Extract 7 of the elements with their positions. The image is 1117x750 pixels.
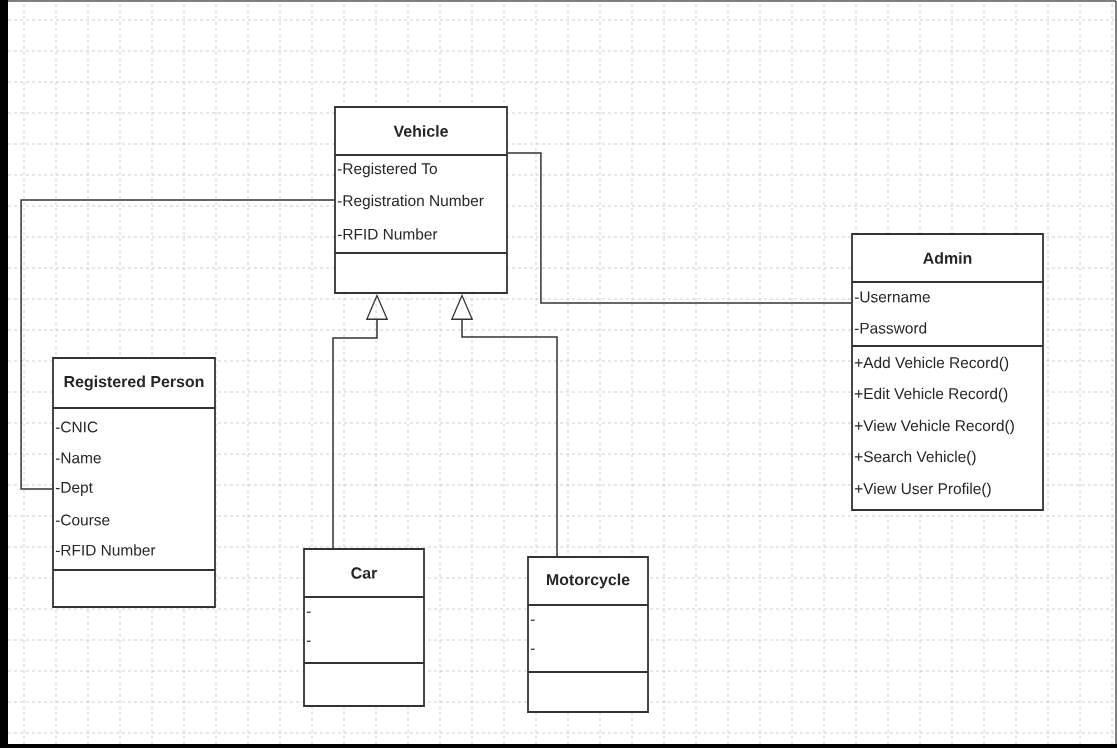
class-box: Car - - (303, 548, 425, 707)
class-box: Motorcycle - - (527, 556, 649, 713)
class-box: Admin -Username -Password +Add Vehicle Record() +Edit Vehicle Record() +View Vehicle Record() +Search Vehicle() +View User Profile() (851, 233, 1044, 511)
association-line (20, 199, 335, 490)
class-box: Vehicle -Registered To -Registration Number -RFID Number (334, 106, 508, 294)
association-line (507, 152, 852, 304)
class-box: Registered Person -CNIC -Name -Dept -Course -RFID Number (52, 357, 216, 608)
